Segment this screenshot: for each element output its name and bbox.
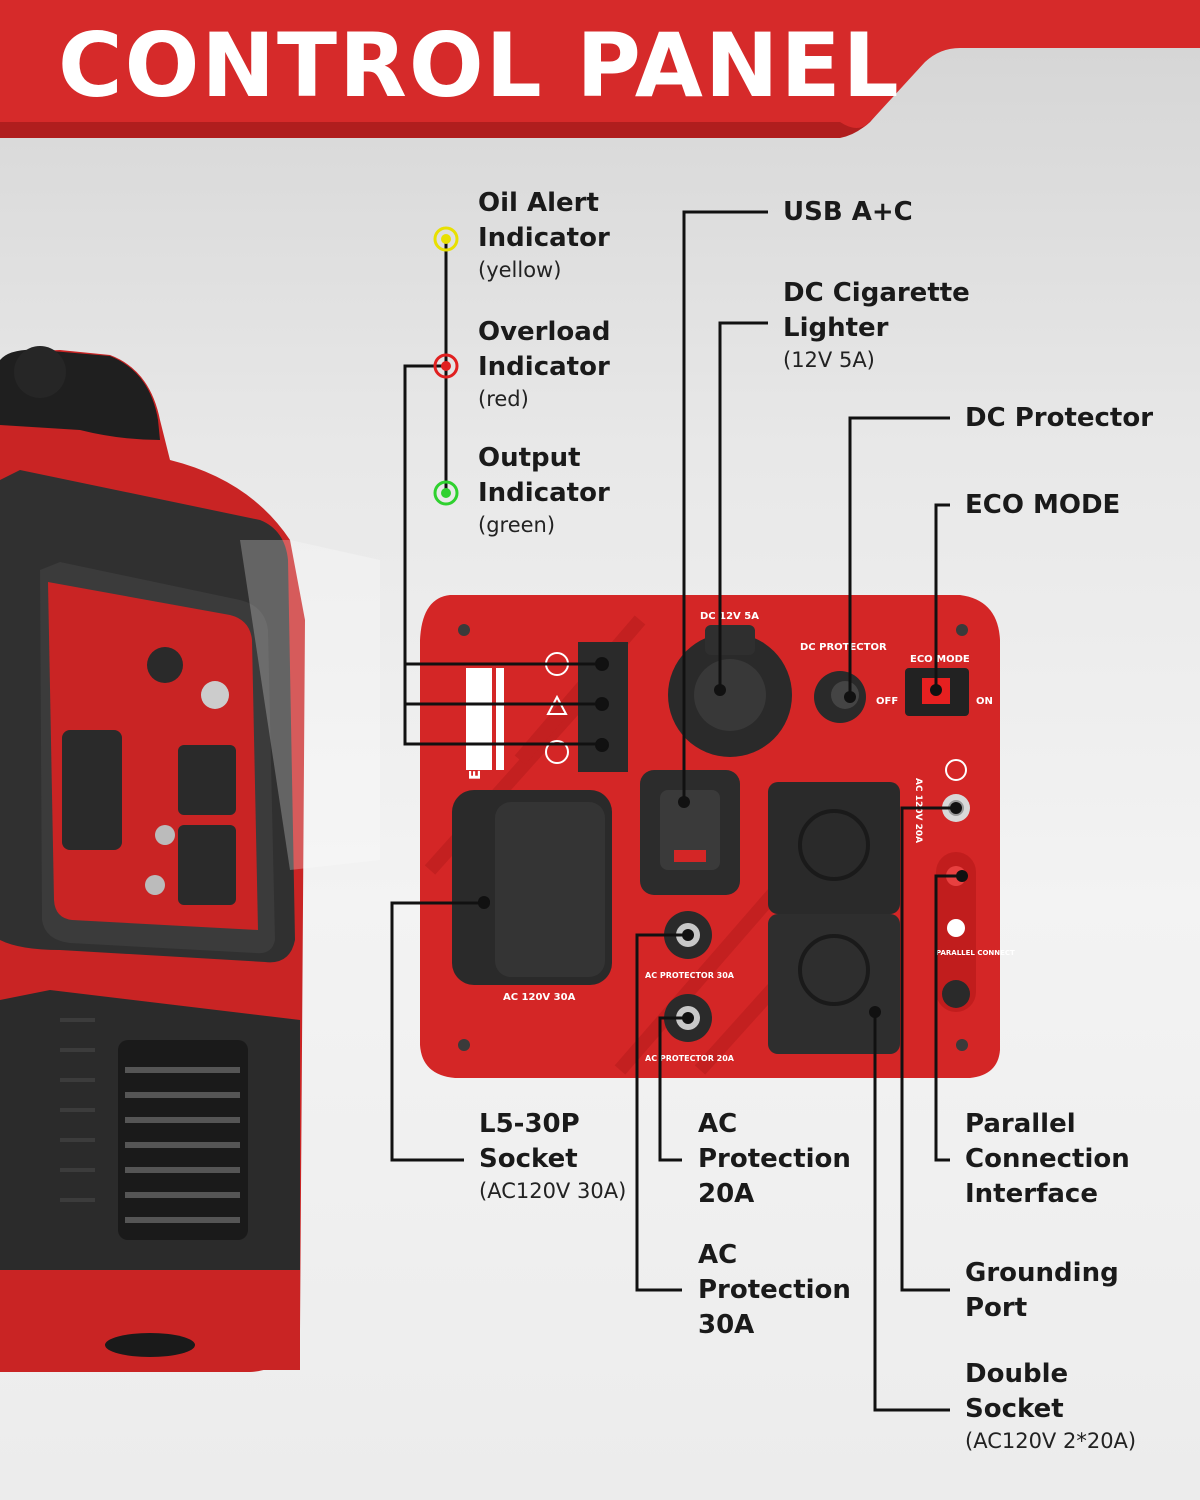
callout-l5-30p: L5-30P Socket (AC120V 30A) [479, 1107, 626, 1205]
callout-title: Overload Indicator [478, 317, 611, 382]
panel-caption-dc-12v: DC 12V 5A [700, 611, 759, 622]
panel-caption-off: OFF [876, 696, 898, 707]
page-title: CONTROL PANEL [58, 14, 901, 117]
panel-caption-parallel: PARALLEL CONNECT [936, 949, 1015, 957]
callout-overload: Overload Indicator (red) [478, 315, 610, 413]
panel-caption-ac-20a: AC 120V 20A [913, 778, 923, 843]
callout-oil-alert: Oil Alert Indicator (yellow) [478, 186, 610, 284]
panel-caption-on: ON [976, 696, 993, 707]
callout-dc-protector: DC Protector [965, 401, 1153, 436]
yellow-led-icon [433, 226, 459, 252]
callout-title: Oil Alert Indicator [478, 188, 610, 253]
callout-sub: (12V 5A) [783, 348, 875, 372]
callout-title: DC Cigarette Lighter [783, 278, 970, 343]
callout-title: Double Socket [965, 1359, 1069, 1424]
callout-title: Grounding Port [965, 1258, 1119, 1323]
panel-caption-ac-30a: AC 120V 30A [503, 992, 576, 1003]
callout-eco-mode: ECO MODE [965, 488, 1120, 523]
panel-caption-ac-protector-30a: AC PROTECTOR 30A [645, 971, 735, 980]
callout-usb: USB A+C [783, 195, 913, 230]
panel-caption-ac-protector-20a: AC PROTECTOR 20A [645, 1054, 735, 1063]
callout-ac-protection-30a: AC Protection 30A [698, 1238, 851, 1343]
callout-title: AC Protection 30A [698, 1240, 851, 1340]
callout-sub: (green) [478, 513, 556, 537]
callout-sub: (yellow) [478, 258, 562, 282]
control-panel-plate [420, 595, 1000, 1078]
generator-body [0, 346, 380, 1372]
green-led-icon [433, 480, 459, 506]
callout-sub: (AC120V 30A) [479, 1179, 627, 1203]
callout-grounding: Grounding Port [965, 1256, 1119, 1326]
callout-title: AC Protection 20A [698, 1109, 851, 1209]
callout-ac-protection-20a: AC Protection 20A [698, 1107, 851, 1212]
callout-double-socket: Double Socket (AC120V 2*20A) [965, 1357, 1136, 1455]
callout-parallel: Parallel Connection Interface [965, 1107, 1130, 1212]
callout-title: USB A+C [783, 197, 913, 227]
callout-dc-lighter: DC Cigarette Lighter (12V 5A) [783, 276, 970, 374]
callout-title: DC Protector [965, 403, 1154, 433]
callout-output: Output Indicator (green) [478, 441, 610, 539]
callout-title: Output Indicator [478, 443, 610, 508]
callout-title: Parallel Connection Interface [965, 1109, 1130, 1209]
panel-caption-dc-protector: DC PROTECTOR [800, 642, 887, 653]
brand-logo: ERAYAK [466, 714, 484, 780]
callout-sub: (red) [478, 387, 529, 411]
callout-title: ECO MODE [965, 490, 1121, 520]
callout-title: L5-30P Socket [479, 1109, 580, 1174]
panel-caption-eco-mode: ECO MODE [910, 654, 970, 665]
red-led-icon [433, 353, 459, 379]
header-banner [0, 0, 1200, 138]
callout-sub: (AC120V 2*20A) [965, 1429, 1137, 1453]
